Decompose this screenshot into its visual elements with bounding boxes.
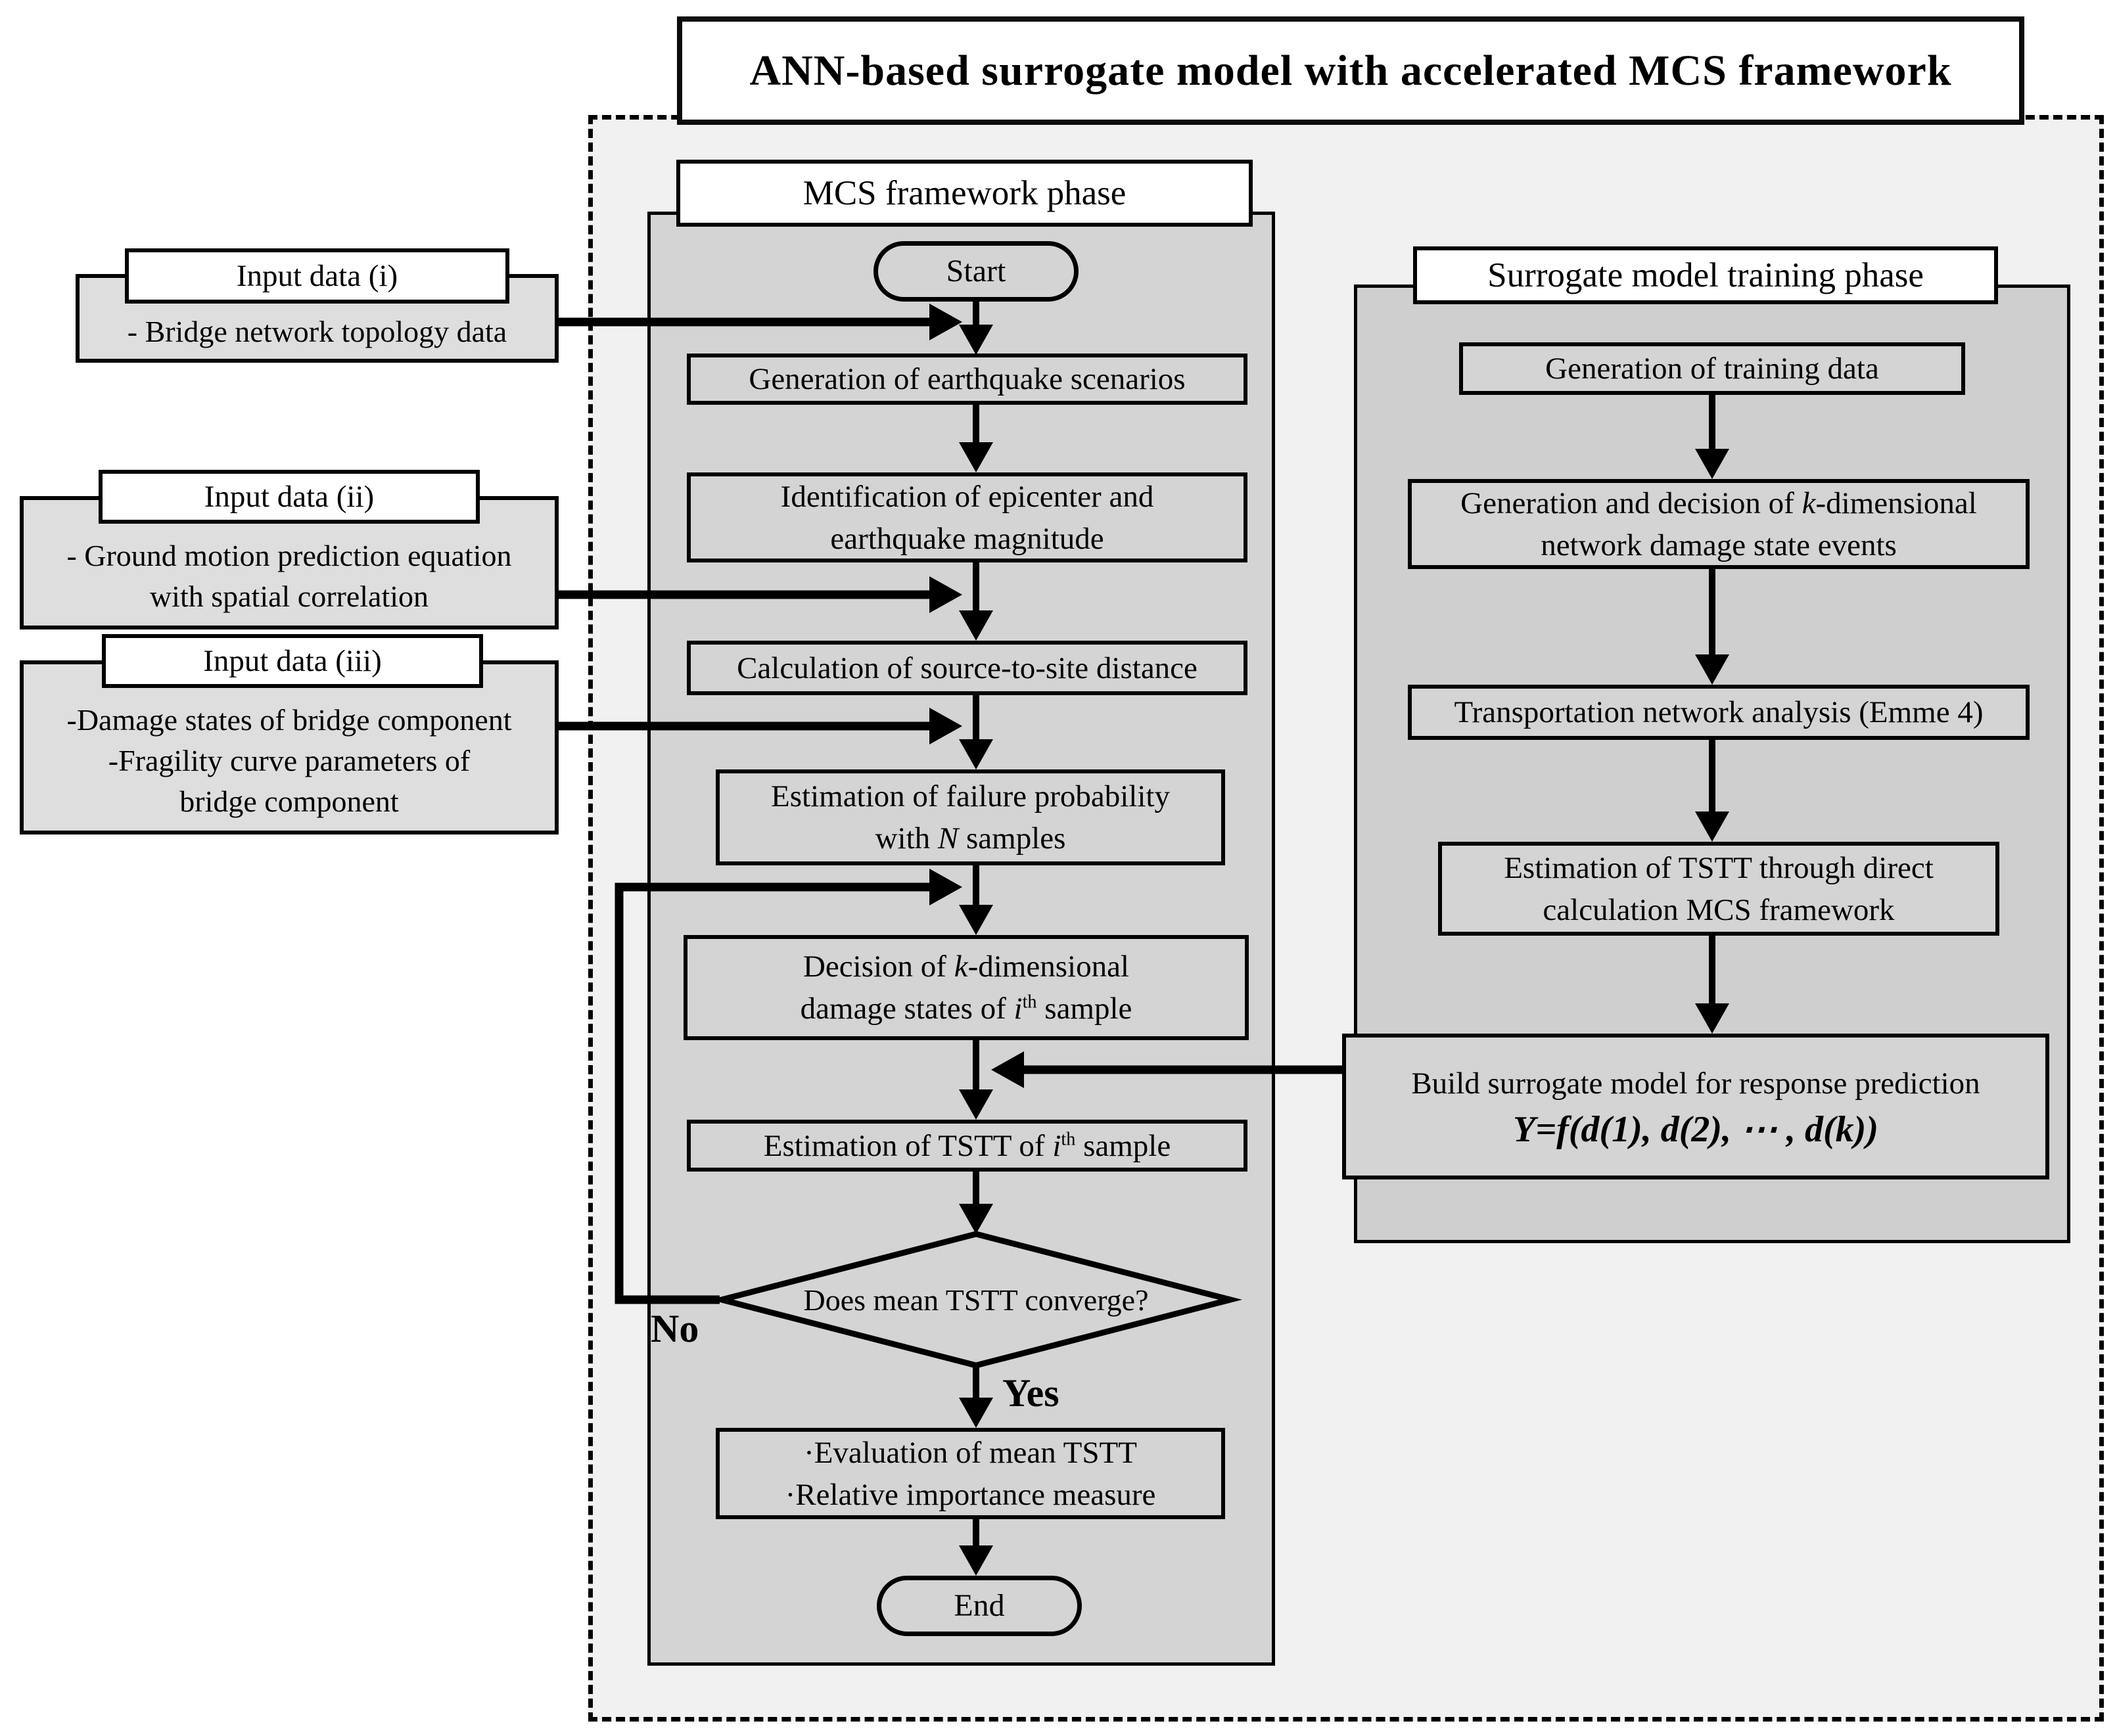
step-line: ·Evaluation of mean TSTT: [804, 1435, 1137, 1470]
step-line: Estimation of failure probability: [771, 779, 1170, 813]
step-line: Identification of epicenter and: [780, 479, 1154, 514]
step-generation-earthquake-scenarios: Generation of earthquake scenarios: [687, 354, 1247, 405]
start-node: Start: [873, 241, 1079, 302]
train-step-build-surrogate-model: Build surrogate model for response predi…: [1342, 1034, 2049, 1179]
surrogate-formula: Y=f(d(1), d(2), ⋯ , d(k)): [1513, 1109, 1878, 1150]
step-evaluation-results: ·Evaluation of mean TSTT ·Relative impor…: [716, 1428, 1225, 1519]
step-identification-epicenter: Identification of epicenter and earthqua…: [687, 472, 1247, 562]
input-3-line: bridge component: [179, 784, 399, 818]
step-estimation-tstt-sample: Estimation of TSTT of ith sample: [687, 1120, 1247, 1172]
decision-diamond-text: Does mean TSTT converge?: [803, 1283, 1149, 1317]
step-source-to-site-distance: Calculation of source-to-site distance: [687, 641, 1247, 695]
step-line: Calculation of source-to-site distance: [737, 651, 1198, 685]
step-line: Build surrogate model for response predi…: [1411, 1066, 1980, 1101]
step-line: Generation and decision of k-dimensional: [1460, 486, 1977, 520]
step-line: Decision of k-dimensional: [803, 949, 1129, 984]
step-line: earthquake magnitude: [830, 521, 1104, 556]
step-line: Estimation of TSTT of ith sample: [763, 1128, 1171, 1163]
train-step-transportation-analysis: Transportation network analysis (Emme 4): [1408, 685, 2030, 740]
input-label-3: Input data (iii): [102, 634, 483, 688]
step-line: calculation MCS framework: [1543, 892, 1895, 927]
step-line: Generation of earthquake scenarios: [749, 362, 1186, 396]
step-line: ·Relative importance measure: [785, 1477, 1156, 1512]
step-failure-probability: Estimation of failure probability with N…: [716, 769, 1225, 865]
input-label-2: Input data (ii): [99, 470, 480, 524]
step-decision-damage-states: Decision of k-dimensional damage states …: [684, 935, 1249, 1040]
no-branch-label: No: [651, 1307, 699, 1350]
step-line: Estimation of TSTT through direct: [1504, 850, 1934, 885]
step-line: Transportation network analysis (Emme 4): [1454, 695, 1984, 729]
step-line: Generation of training data: [1545, 352, 1879, 386]
input-3-line: -Fragility curve parameters of: [108, 743, 471, 777]
input-3-line: -Damage states of bridge component: [66, 702, 512, 737]
step-line: network damage state events: [1541, 528, 1897, 562]
yes-branch-label: Yes: [1002, 1371, 1059, 1415]
input-label-1: Input data (i): [125, 248, 509, 304]
mcs-phase-label: MCS framework phase: [676, 160, 1253, 227]
train-step-generation-training-data: Generation of training data: [1459, 342, 1965, 395]
train-step-network-damage-events: Generation and decision of k-dimensional…: [1408, 479, 2030, 569]
input-1-line: - Bridge network topology data: [127, 314, 507, 348]
input-2-line: with spatial correlation: [149, 579, 429, 613]
train-step-tstt-direct-mcs: Estimation of TSTT through direct calcul…: [1438, 842, 1999, 936]
step-line: damage states of ith sample: [800, 992, 1132, 1026]
diagram-title: ANN-based surrogate model with accelerat…: [677, 16, 2024, 125]
training-phase-label: Surrogate model training phase: [1413, 246, 1998, 304]
end-node: End: [877, 1576, 1082, 1636]
input-2-line: - Ground motion prediction equation: [66, 538, 512, 572]
step-line: with N samples: [875, 821, 1066, 856]
